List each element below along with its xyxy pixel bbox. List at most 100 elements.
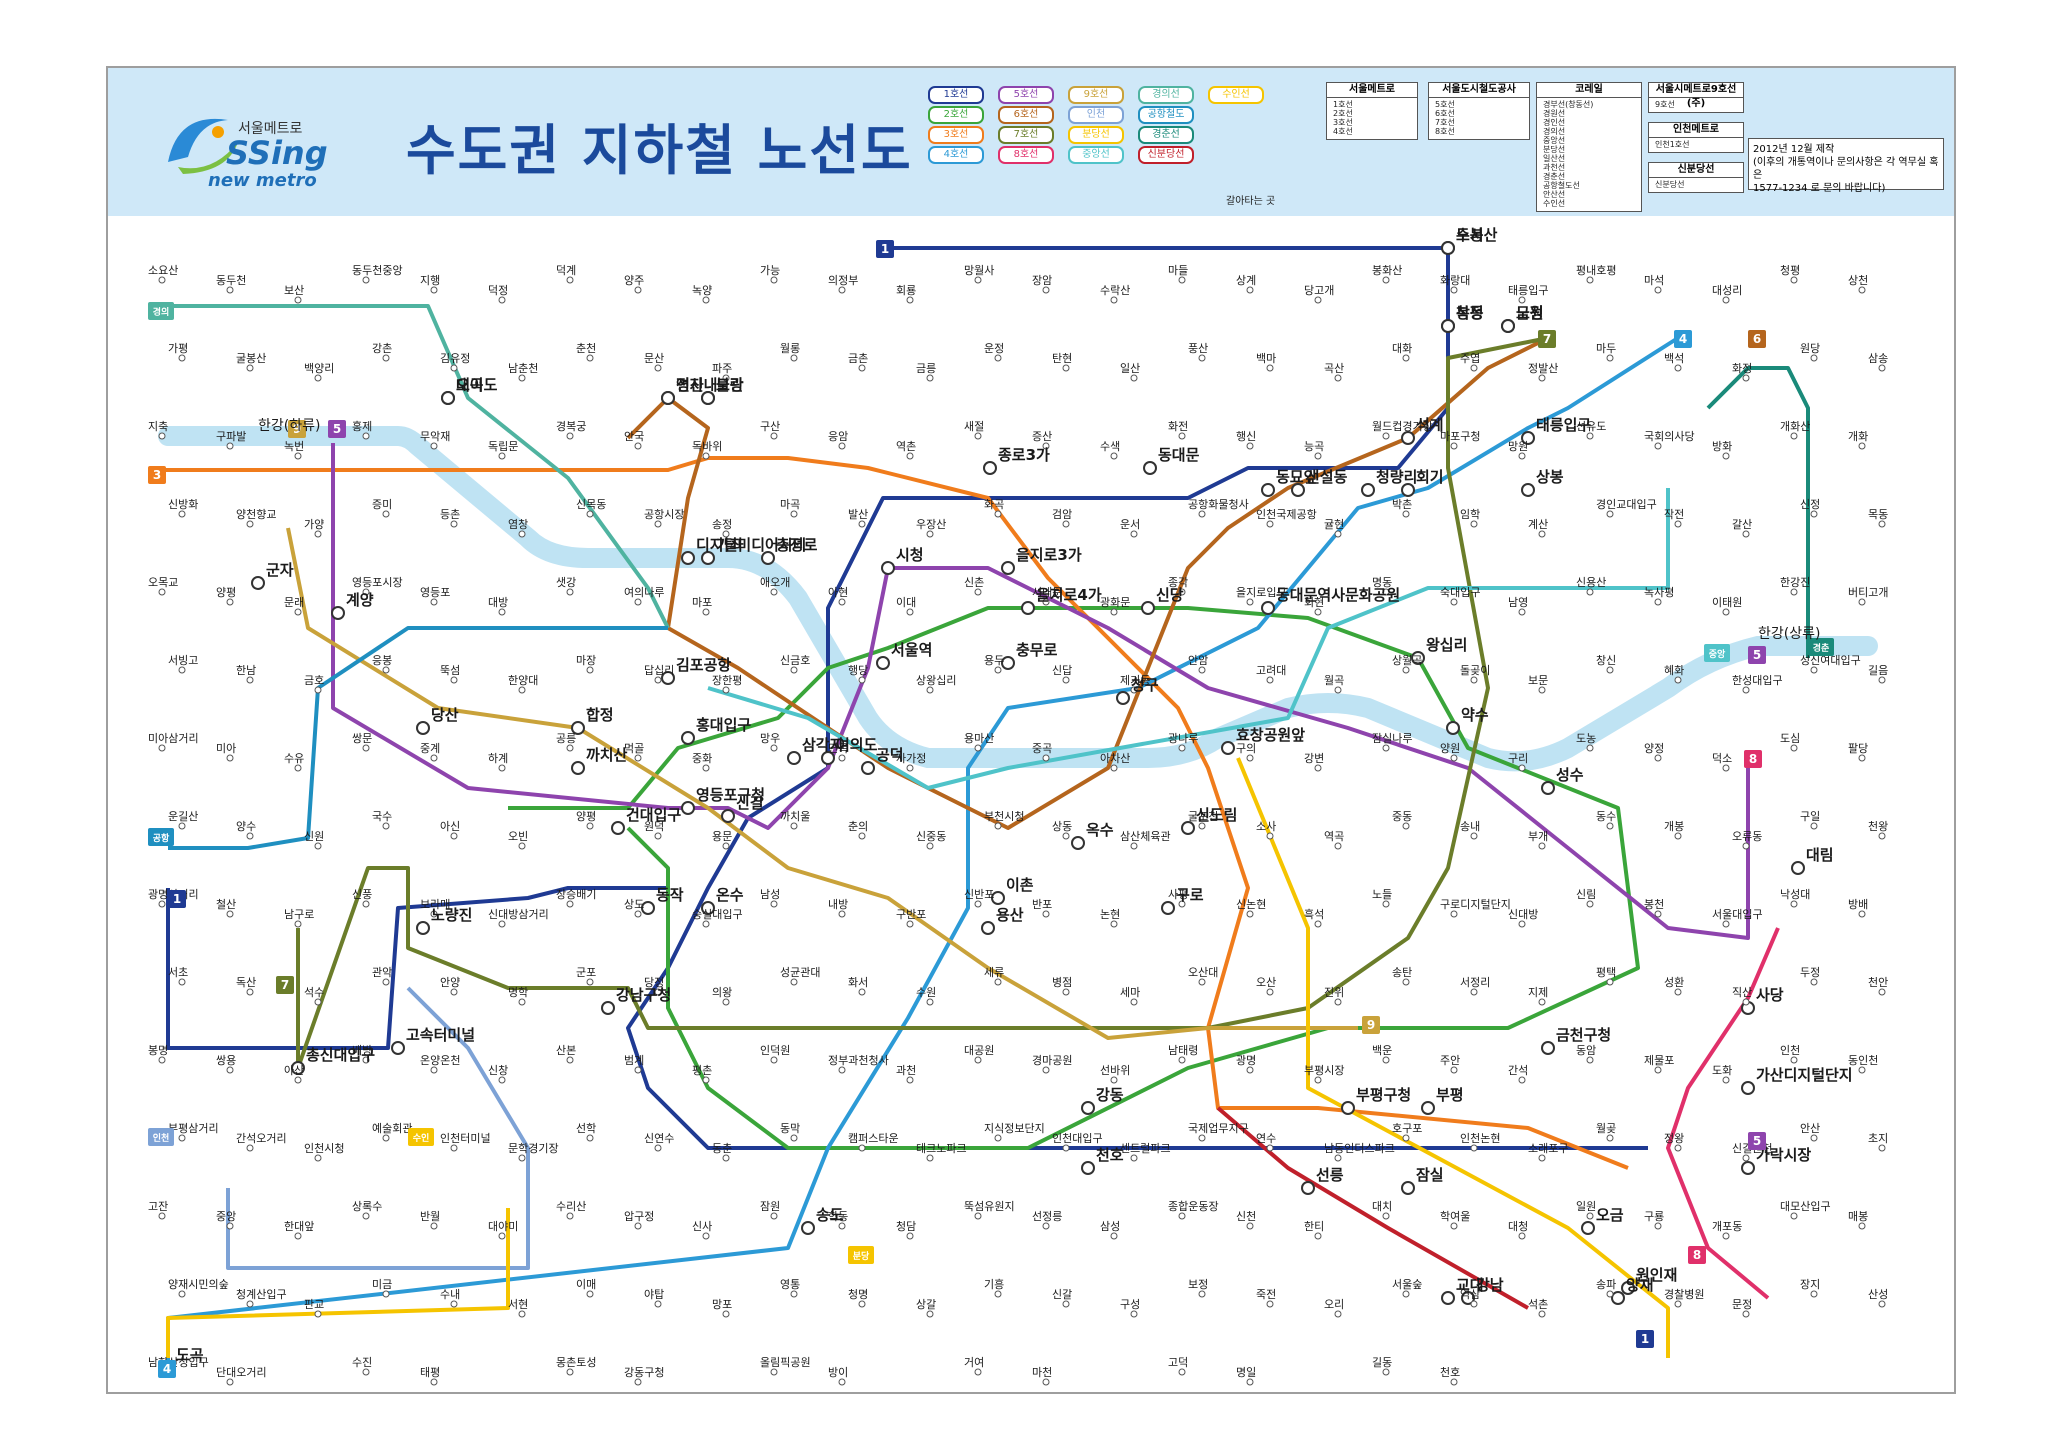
station-label[interactable]: 발산: [848, 508, 868, 521]
station-label[interactable]: 방화: [1712, 440, 1732, 453]
station-marker[interactable]: [430, 754, 438, 762]
station-label[interactable]: 부천시청: [984, 809, 1024, 823]
station-marker[interactable]: [722, 374, 730, 382]
station-marker[interactable]: [518, 530, 526, 538]
station-label[interactable]: 서울숲: [1392, 1278, 1422, 1291]
transfer-station-marker[interactable]: [876, 656, 890, 670]
station-marker[interactable]: [702, 1076, 710, 1084]
station-label[interactable]: 천호: [1440, 1365, 1460, 1379]
major-station-label[interactable]: 동대문역사문화공원: [1276, 586, 1400, 604]
station-marker[interactable]: [1450, 598, 1458, 606]
station-label[interactable]: 인천터미널: [440, 1131, 491, 1145]
station-label[interactable]: 도심: [1780, 732, 1800, 745]
station-label[interactable]: 인천논현: [1460, 1131, 1500, 1145]
station-marker[interactable]: [226, 1378, 234, 1386]
station-label[interactable]: 구룡: [1644, 1210, 1664, 1223]
major-station-label[interactable]: 군자: [266, 561, 294, 579]
major-station-label[interactable]: 계양: [346, 591, 374, 609]
station-marker[interactable]: [226, 754, 234, 762]
station-marker[interactable]: [790, 1134, 798, 1142]
station-label[interactable]: 죽전: [1256, 1288, 1276, 1301]
station-label[interactable]: 역곡: [1324, 830, 1344, 843]
station-label[interactable]: 경마공원: [1032, 1054, 1072, 1067]
station-label[interactable]: 지제: [1528, 986, 1548, 999]
transfer-station-marker[interactable]: [1021, 601, 1035, 615]
station-marker[interactable]: [246, 1144, 254, 1152]
transfer-station-marker[interactable]: [661, 671, 675, 685]
station-label[interactable]: 배방: [352, 1044, 372, 1057]
station-marker[interactable]: [654, 676, 662, 684]
transfer-station-marker[interactable]: [441, 391, 455, 405]
station-label[interactable]: 경복궁: [556, 420, 586, 433]
station-label[interactable]: 성환: [1664, 976, 1684, 989]
station-marker[interactable]: [382, 978, 390, 986]
station-marker[interactable]: [994, 822, 1002, 830]
major-station-label[interactable]: 노량진: [431, 906, 472, 924]
station-label[interactable]: 소사: [1256, 820, 1276, 833]
major-station-label[interactable]: 정자: [676, 376, 704, 394]
station-label[interactable]: 수락산: [1100, 284, 1130, 297]
station-marker[interactable]: [974, 432, 982, 440]
station-label[interactable]: 학동: [828, 1210, 848, 1223]
station-marker[interactable]: [1042, 754, 1050, 762]
station-label[interactable]: 증미: [372, 498, 392, 511]
station-label[interactable]: 정부과천청사: [828, 1053, 889, 1067]
station-marker[interactable]: [1470, 364, 1478, 372]
station-marker[interactable]: [1538, 998, 1546, 1006]
major-station-label[interactable]: 도곡: [176, 1346, 204, 1364]
transfer-station-marker[interactable]: [1501, 319, 1515, 333]
station-marker[interactable]: [498, 608, 506, 616]
station-marker[interactable]: [790, 822, 798, 830]
station-marker[interactable]: [1246, 1378, 1254, 1386]
station-label[interactable]: 오산대: [1188, 966, 1218, 979]
station-label[interactable]: 등촌: [440, 508, 460, 521]
station-marker[interactable]: [1110, 920, 1118, 928]
station-marker[interactable]: [362, 588, 370, 596]
station-marker[interactable]: [926, 1310, 934, 1318]
station-marker[interactable]: [1402, 822, 1410, 830]
station-marker[interactable]: [1674, 1144, 1682, 1152]
station-marker[interactable]: [790, 354, 798, 362]
station-marker[interactable]: [566, 744, 574, 752]
station-label[interactable]: 태릉입구: [1508, 284, 1548, 297]
station-label[interactable]: 면목: [828, 742, 848, 755]
station-marker[interactable]: [1450, 1378, 1458, 1386]
transfer-station-marker[interactable]: [601, 1001, 615, 1015]
station-marker[interactable]: [1722, 608, 1730, 616]
transfer-station-marker[interactable]: [881, 561, 895, 575]
transfer-station-marker[interactable]: [1521, 483, 1535, 497]
major-station-label[interactable]: 양재: [1626, 1276, 1654, 1294]
station-label[interactable]: 두정: [1800, 966, 1820, 979]
station-marker[interactable]: [858, 1144, 866, 1152]
station-marker[interactable]: [1198, 666, 1206, 674]
station-marker[interactable]: [566, 276, 574, 284]
transfer-station-marker[interactable]: [681, 551, 695, 565]
station-label[interactable]: 선정릉: [1032, 1210, 1062, 1223]
major-station-label[interactable]: 부평: [1436, 1086, 1464, 1104]
transfer-station-marker[interactable]: [1791, 861, 1805, 875]
station-marker[interactable]: [1130, 530, 1138, 538]
station-marker[interactable]: [1790, 1212, 1798, 1220]
station-label[interactable]: 돌곶이: [1460, 664, 1490, 677]
station-marker[interactable]: [1402, 1134, 1410, 1142]
station-marker[interactable]: [1722, 296, 1730, 304]
station-marker[interactable]: [1654, 598, 1662, 606]
station-label[interactable]: 소래포구: [1528, 1142, 1568, 1155]
transfer-station-marker[interactable]: [1261, 601, 1275, 615]
station-label[interactable]: 강동구청: [624, 1366, 664, 1379]
station-marker[interactable]: [1518, 296, 1526, 304]
station-marker[interactable]: [226, 1222, 234, 1230]
station-marker[interactable]: [1518, 452, 1526, 460]
station-label[interactable]: 태평: [420, 1366, 440, 1379]
station-marker[interactable]: [1674, 988, 1682, 996]
station-label[interactable]: 양정: [1644, 742, 1664, 755]
major-station-label[interactable]: 수서: [1456, 226, 1484, 244]
station-label[interactable]: 노들: [1372, 888, 1392, 901]
station-label[interactable]: 홍제: [352, 419, 372, 433]
station-marker[interactable]: [450, 520, 458, 528]
station-label[interactable]: 당정: [644, 976, 664, 989]
station-marker[interactable]: [1586, 588, 1594, 596]
major-station-label[interactable]: 충정로: [776, 536, 818, 554]
station-marker[interactable]: [1654, 286, 1662, 294]
station-marker[interactable]: [1586, 900, 1594, 908]
